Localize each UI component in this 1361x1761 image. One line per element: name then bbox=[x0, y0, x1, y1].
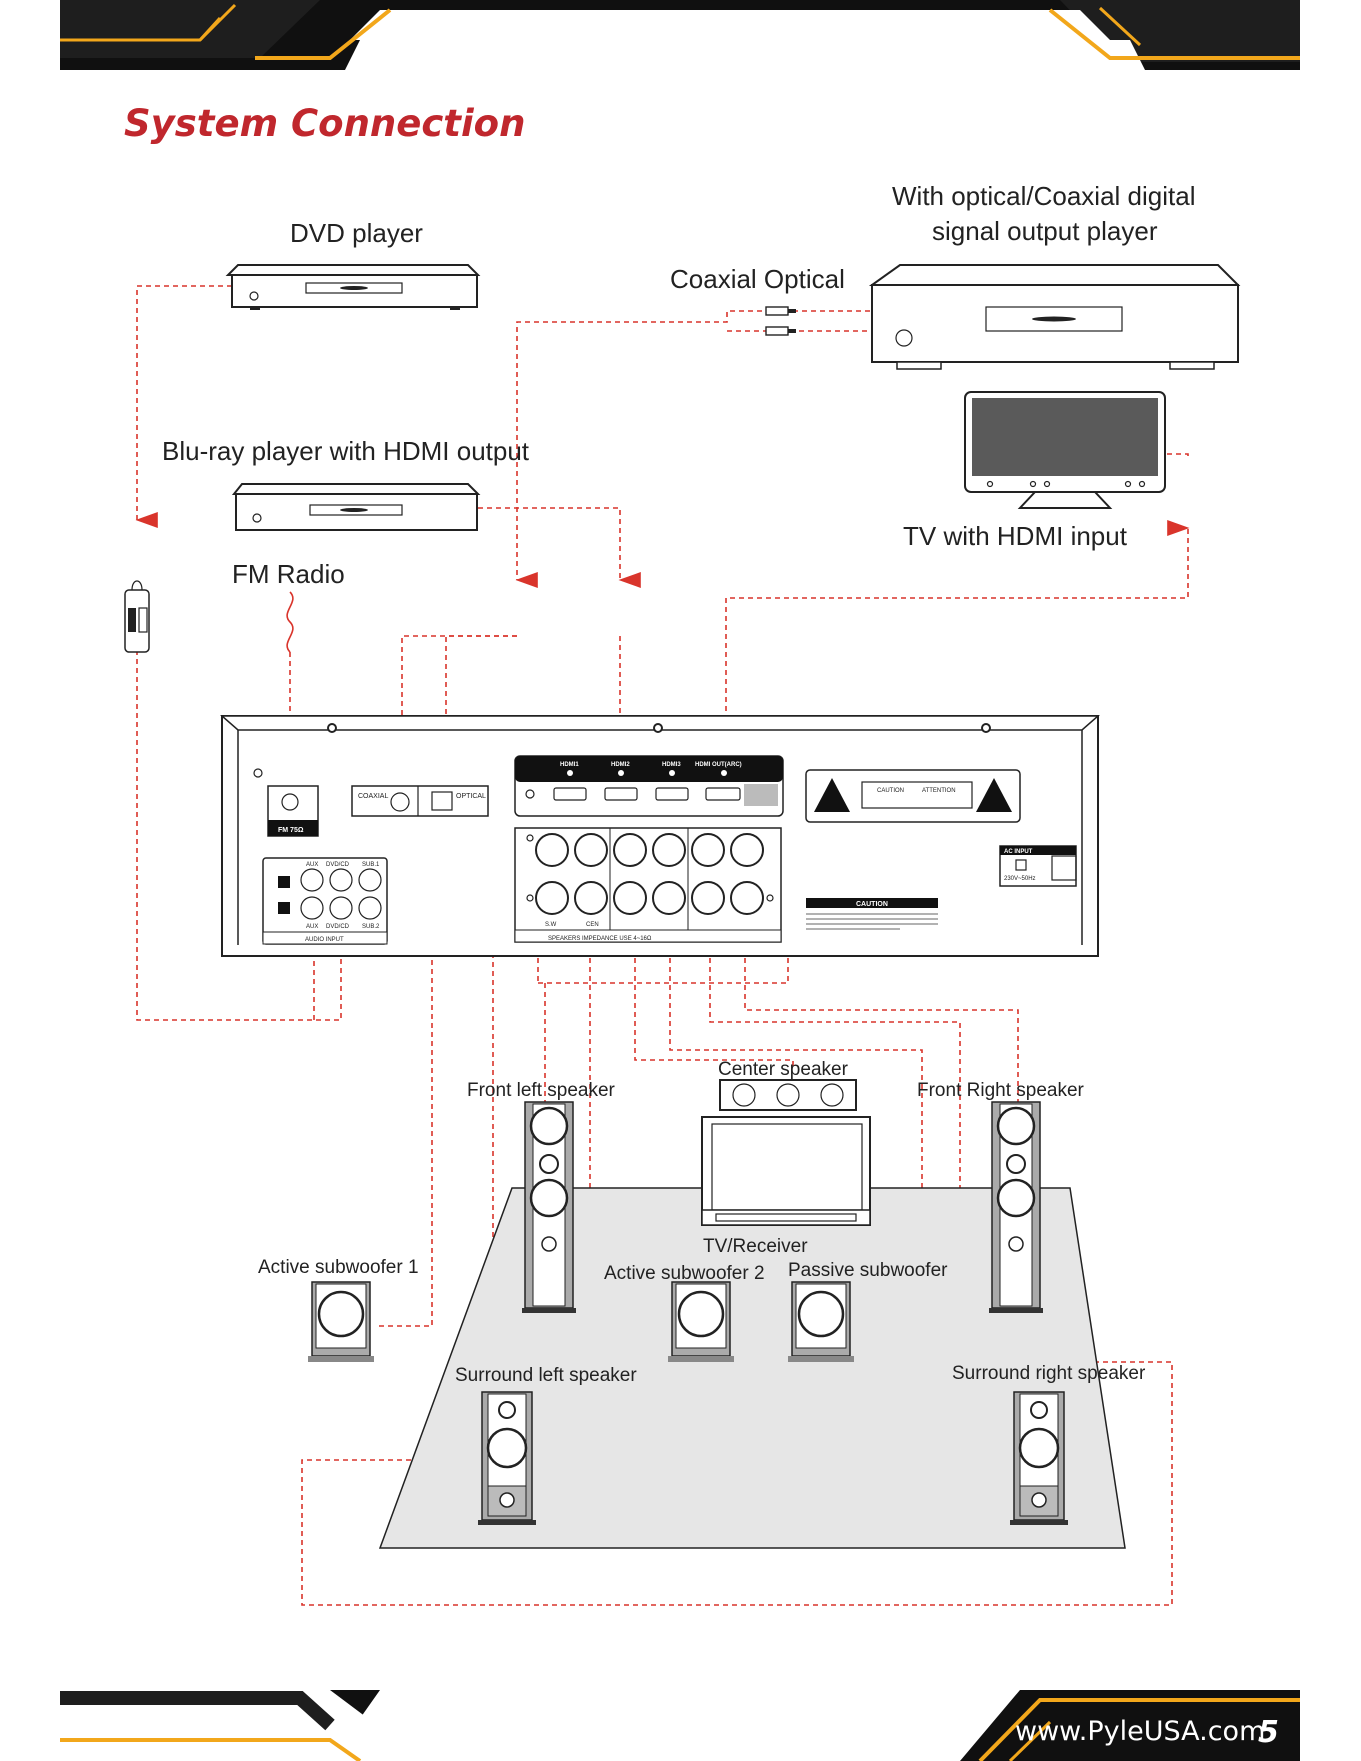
optical-port bbox=[431, 791, 453, 811]
coaxial-plug-icon bbox=[765, 306, 789, 316]
hdmi2-label: HDMI2 bbox=[611, 762, 630, 768]
sub1-label: SUB.1 bbox=[362, 862, 380, 868]
sub2-label: SUB.2 bbox=[362, 924, 380, 930]
optical-port-label: OPTICAL bbox=[456, 793, 486, 800]
coaxial-port bbox=[390, 792, 410, 812]
caution-plate-label: CAUTION bbox=[856, 901, 888, 908]
dvd-player: DVD player bbox=[225, 218, 481, 310]
surround-right-speaker: Surround right speaker bbox=[952, 1363, 1146, 1525]
hdmi-out-port bbox=[705, 787, 741, 801]
bluray-player: Blu-ray player with HDMI output bbox=[162, 436, 530, 531]
aux1-label: AUX bbox=[306, 862, 318, 868]
optical-player: With optical/Coaxial digital signal outp… bbox=[670, 181, 1241, 370]
ac-input-label: AC INPUT bbox=[1004, 849, 1033, 855]
surround-left-speaker: Surround left speaker bbox=[455, 1365, 637, 1525]
tv-receiver: TV/Receiver bbox=[701, 1116, 871, 1257]
bluray-player-label: Blu-ray player with HDMI output bbox=[162, 436, 530, 466]
active-subwoofer-1-label: Active subwoofer 1 bbox=[258, 1257, 419, 1278]
receiver-rear-panel: FM 75Ω COAXIAL OPTICAL HDMI1 HDMI2 HDMI3… bbox=[220, 715, 1100, 957]
bottom-banner: www.PyleUSA.com 5 bbox=[60, 1690, 1300, 1761]
optical-plug-icon bbox=[765, 326, 789, 336]
optical-player-label-line2: signal output player bbox=[932, 216, 1158, 246]
center-speaker-label: Center speaker bbox=[718, 1059, 849, 1080]
sw-terminal-label: S.W bbox=[545, 922, 557, 928]
passive-subwoofer: Passive subwoofer bbox=[788, 1260, 948, 1362]
hdmi1-port bbox=[553, 787, 587, 801]
audio-input-label: AUDIO INPUT bbox=[305, 937, 344, 943]
hdmi3-label: HDMI3 bbox=[662, 762, 681, 768]
speakers-impedance-label: SPEAKERS IMPEDANCE USE 4~16Ω bbox=[548, 936, 652, 942]
surround-right-speaker-label: Surround right speaker bbox=[952, 1363, 1146, 1384]
dvdcd1-label: DVD/CD bbox=[326, 862, 350, 868]
hdmi2-port bbox=[604, 787, 638, 801]
top-banner bbox=[60, 0, 1300, 70]
page-number: 5 bbox=[1258, 1715, 1279, 1750]
dvdcd2-label: DVD/CD bbox=[326, 924, 350, 930]
attention-small-label: ATTENTION bbox=[922, 788, 956, 794]
optical-player-label-line1: With optical/Coaxial digital bbox=[892, 181, 1195, 211]
fm-radio-label: FM Radio bbox=[232, 559, 345, 589]
front-right-speaker-label: Front Right speaker bbox=[917, 1080, 1085, 1101]
lightning-warning-icon bbox=[814, 778, 850, 812]
front-left-speaker-label: Front left speaker bbox=[467, 1080, 616, 1101]
active-subwoofer-2: Active subwoofer 2 bbox=[604, 1263, 765, 1362]
tv-receiver-label: TV/Receiver bbox=[703, 1236, 808, 1257]
exclamation-warning-icon bbox=[976, 778, 1012, 812]
ac-voltage-label: 230V~50Hz bbox=[1004, 876, 1036, 882]
hdmi-out-label: HDMI OUT(ARC) bbox=[695, 762, 742, 768]
center-speaker: Center speaker bbox=[718, 1059, 857, 1111]
tv: TV with HDMI input bbox=[903, 391, 1166, 551]
active-subwoofer-1: Active subwoofer 1 bbox=[258, 1257, 419, 1362]
dvd-player-label: DVD player bbox=[290, 218, 423, 248]
page-title: System Connection bbox=[124, 102, 525, 145]
hdmi1-label: HDMI1 bbox=[560, 762, 579, 768]
hdmi3-port bbox=[655, 787, 689, 801]
footer-url[interactable]: www.PyleUSA.com bbox=[1015, 1716, 1265, 1747]
cen-terminal-label: CEN bbox=[586, 922, 599, 928]
active-subwoofer-2-label: Active subwoofer 2 bbox=[604, 1263, 765, 1284]
caution-small-label: CAUTION bbox=[877, 788, 904, 794]
coaxial-optical-label: Coaxial Optical bbox=[670, 264, 845, 294]
rca-plug-icon bbox=[124, 580, 150, 653]
tv-label: TV with HDMI input bbox=[903, 521, 1128, 551]
fm-terminal-label: FM 75Ω bbox=[278, 827, 304, 834]
coaxial-port-label: COAXIAL bbox=[358, 793, 388, 800]
front-right-speaker: Front Right speaker bbox=[917, 1080, 1085, 1313]
passive-subwoofer-label: Passive subwoofer bbox=[788, 1260, 948, 1281]
surround-left-speaker-label: Surround left speaker bbox=[455, 1365, 637, 1386]
aux2-label: AUX bbox=[306, 924, 318, 930]
front-left-speaker: Front left speaker bbox=[467, 1080, 616, 1313]
